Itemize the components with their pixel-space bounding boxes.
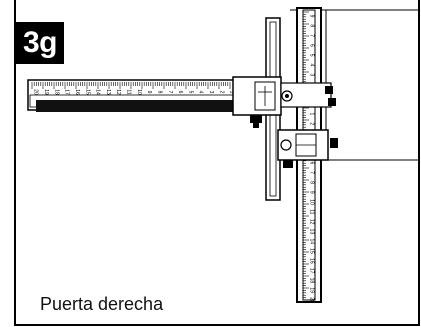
ruler-number: 17 (309, 268, 315, 274)
ruler-number: 12 (309, 219, 315, 225)
ruler-number: 17 (64, 89, 70, 95)
ruler-number: 18 (309, 278, 315, 284)
thumb-screw-icon (253, 123, 259, 128)
ruler-number: 2 (218, 91, 224, 94)
lower-clamp (277, 129, 338, 168)
horizontal-ruler-ticks (31, 82, 231, 89)
ruler-number: 16 (74, 89, 80, 95)
ruler-number: 11 (126, 89, 132, 94)
ruler-number: 18 (53, 89, 59, 95)
panel-frame (14, 0, 420, 326)
ruler-number: 8 (156, 91, 162, 94)
ruler-number: 10 (136, 89, 142, 95)
ruler-number: 14 (95, 89, 101, 95)
clamp-knob-icon (325, 86, 333, 94)
ruler-number: 7 (309, 171, 315, 174)
ruler-number: 20 (309, 297, 315, 303)
ruler-number: 11 (309, 209, 315, 214)
ruler-number: 4 (309, 64, 315, 67)
ruler-number: 2 (309, 122, 315, 125)
ruler-number: 3 (208, 91, 214, 94)
thumb-screw-icon (283, 160, 293, 168)
clamp-knob-icon (330, 138, 338, 148)
ruler-number: 19 (309, 287, 315, 293)
ruler-number: 9 (146, 91, 152, 94)
ruler-number: 5 (309, 54, 315, 57)
horizontal-ruler: 20 19 18 17 16 15 14 13 12 11 10 9 8 7 6 5 4 3 2 1 (27, 79, 237, 112)
ruler-number: 8 (309, 24, 315, 27)
ruler-number: 4 (198, 91, 204, 94)
ruler-number: 15 (84, 89, 90, 95)
ruler-number: 7 (309, 34, 315, 37)
ruler-number: 6 (309, 162, 315, 165)
ruler-number: 8 (309, 181, 315, 184)
ruler-number: 12 (115, 89, 121, 95)
ruler-number: 19 (43, 89, 49, 95)
ruler-number: 6 (177, 91, 183, 94)
ruler-number: 9 (309, 191, 315, 194)
ruler-number: 13 (105, 89, 111, 95)
upper-clamp (232, 76, 336, 128)
ruler-number: 9 (309, 15, 315, 18)
clamp-knob-icon (328, 98, 336, 106)
ruler-number: 1 (229, 91, 235, 94)
horizontal-ruler-numbers: 20 19 18 17 16 15 14 13 12 11 10 9 8 7 6 5 4 3 2 1 (33, 89, 235, 95)
step-badge: 3g (16, 22, 64, 64)
ruler-number: 16 (309, 258, 315, 264)
ruler-number: 5 (187, 91, 193, 94)
ruler-number: 1 (309, 113, 315, 116)
ruler-number: 6 (309, 44, 315, 47)
caption: Puerta derecha (40, 294, 164, 314)
ruler-number: 7 (167, 91, 173, 94)
pivot-icon (280, 139, 292, 151)
ruler-number: 15 (309, 248, 315, 254)
ruler-number: 3 (309, 73, 315, 76)
ruler-number: 20 (33, 89, 39, 95)
ruler-number: 14 (309, 238, 315, 244)
ruler-number: 10 (309, 199, 315, 205)
ruler-number: 13 (309, 229, 315, 235)
